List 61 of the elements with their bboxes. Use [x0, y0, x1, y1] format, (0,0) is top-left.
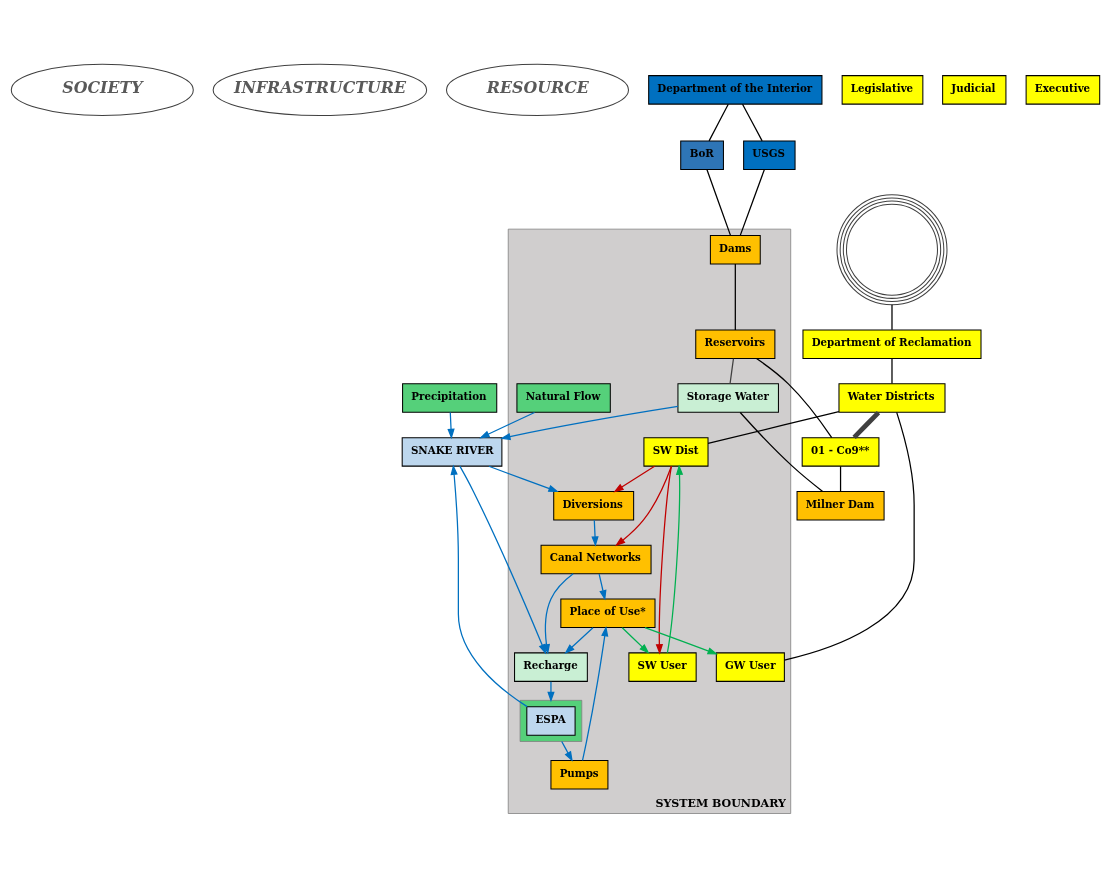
node-box: Natural Flow	[516, 383, 611, 413]
node-box: Storage Water	[677, 383, 779, 413]
node-box: BoR	[680, 140, 724, 170]
node-box: 01 - Co9**	[801, 437, 880, 467]
node-ellipse: SOCIETY	[10, 63, 194, 117]
arrow	[591, 519, 599, 547]
arrow	[488, 465, 559, 493]
node-box: SW Dist	[643, 437, 709, 467]
connector	[741, 103, 763, 142]
arrow	[561, 740, 573, 762]
node-box: SW User	[628, 652, 697, 682]
connector	[891, 304, 893, 331]
connector	[739, 411, 824, 493]
connector	[708, 103, 729, 142]
connector	[729, 358, 735, 385]
arrow	[447, 411, 455, 440]
connector	[852, 410, 881, 439]
arrow	[581, 625, 609, 762]
node-box: Milner Dam	[796, 490, 885, 521]
node-box: Precipitation	[402, 383, 498, 413]
node-box: Place of Use*	[560, 598, 656, 629]
connector	[707, 411, 840, 444]
arrow	[644, 627, 718, 655]
node-ellipse: RESOURCE	[446, 63, 629, 117]
node-box: Department of Reclamation	[802, 329, 982, 360]
node-ellipse: INFRASTRUCTURE	[212, 63, 428, 117]
node-box: Canal Networks	[540, 544, 652, 575]
node-box: Judicial	[942, 75, 1007, 105]
arrow	[564, 627, 594, 654]
connector	[839, 465, 842, 492]
arrow	[547, 681, 555, 703]
node-box: SNAKE RIVER	[401, 437, 503, 467]
node-box: Executive	[1025, 75, 1101, 105]
node-box: USGS	[743, 140, 796, 170]
node-box: GW User	[715, 652, 785, 682]
arrow	[479, 411, 536, 439]
arrow	[666, 464, 684, 654]
arrow	[615, 465, 673, 547]
connector	[891, 358, 893, 385]
connector	[706, 168, 732, 237]
arrow	[598, 573, 607, 601]
node-box: Recharge	[514, 652, 588, 682]
node-box: ESPA	[526, 706, 576, 736]
node-box: Reservoirs	[695, 329, 776, 360]
connector	[783, 411, 915, 661]
connector	[734, 263, 736, 331]
node-box: Diversions	[553, 490, 635, 521]
node-box: Legislative	[841, 75, 924, 105]
connector	[755, 357, 833, 439]
arrow	[655, 465, 673, 655]
node-box: Pumps	[550, 759, 609, 790]
arrow	[500, 405, 679, 441]
arrow	[459, 465, 547, 655]
node-box: Department of the Interior	[648, 75, 823, 105]
node-box: Dams	[709, 234, 761, 265]
connector	[739, 168, 766, 237]
arrow	[621, 627, 650, 654]
arrow	[450, 464, 528, 708]
arrow	[613, 465, 656, 493]
node-box: Water Districts	[838, 383, 946, 413]
cluster	[519, 699, 583, 742]
